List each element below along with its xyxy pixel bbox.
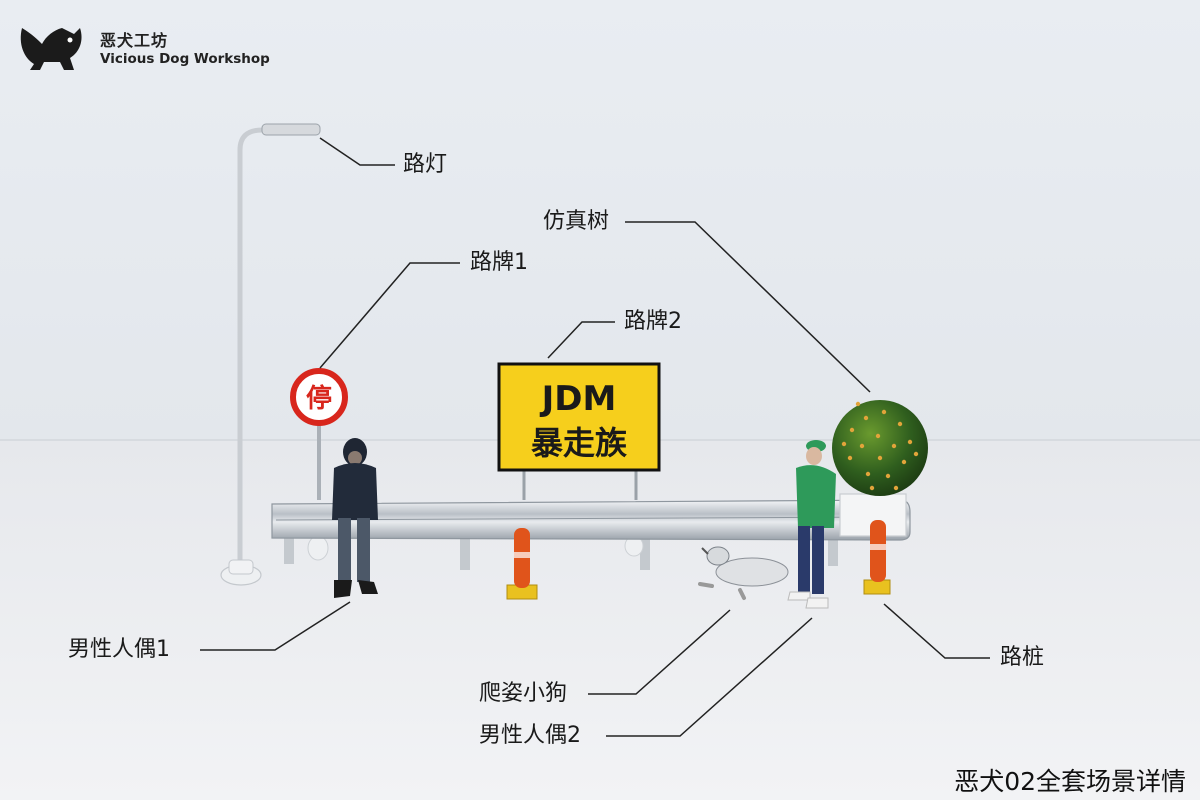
- label-bollard: 路桩: [1000, 645, 1045, 670]
- label-road-sign-1: 路牌1: [470, 250, 528, 275]
- road-sign-2: JDM 暴走族: [497, 362, 661, 500]
- label-male-figure-2: 男性人偶2: [479, 723, 581, 748]
- street-lamp: [220, 123, 321, 586]
- stop-sign-text: 停: [306, 383, 332, 414]
- bollard-right: [863, 520, 891, 595]
- label-street-lamp: 路灯: [403, 152, 448, 177]
- road-sign-1: 停: [290, 368, 348, 500]
- label-road-sign-2: 路牌2: [624, 309, 682, 334]
- male-figure-2: [787, 440, 836, 609]
- label-male-figure-1: 男性人偶1: [68, 637, 170, 662]
- floor: [0, 440, 1200, 800]
- board-line-1: JDM: [540, 379, 617, 419]
- male-figure-1: [332, 438, 378, 598]
- label-crawling-dog: 爬姿小狗: [479, 681, 568, 706]
- scene-caption: 恶犬02全套场景详情: [954, 767, 1186, 796]
- brand-name-cn: 恶犬工坊: [100, 31, 169, 50]
- label-fake-tree: 仿真树: [543, 209, 610, 234]
- callout-lines: [200, 137, 990, 737]
- brand-name-en: Vicious Dog Workshop: [100, 51, 270, 67]
- board-line-2: 暴走族: [531, 424, 628, 462]
- black-cat-dog-icon: [20, 28, 82, 70]
- crawling-dog: [698, 546, 789, 600]
- bollard-center: [506, 528, 538, 600]
